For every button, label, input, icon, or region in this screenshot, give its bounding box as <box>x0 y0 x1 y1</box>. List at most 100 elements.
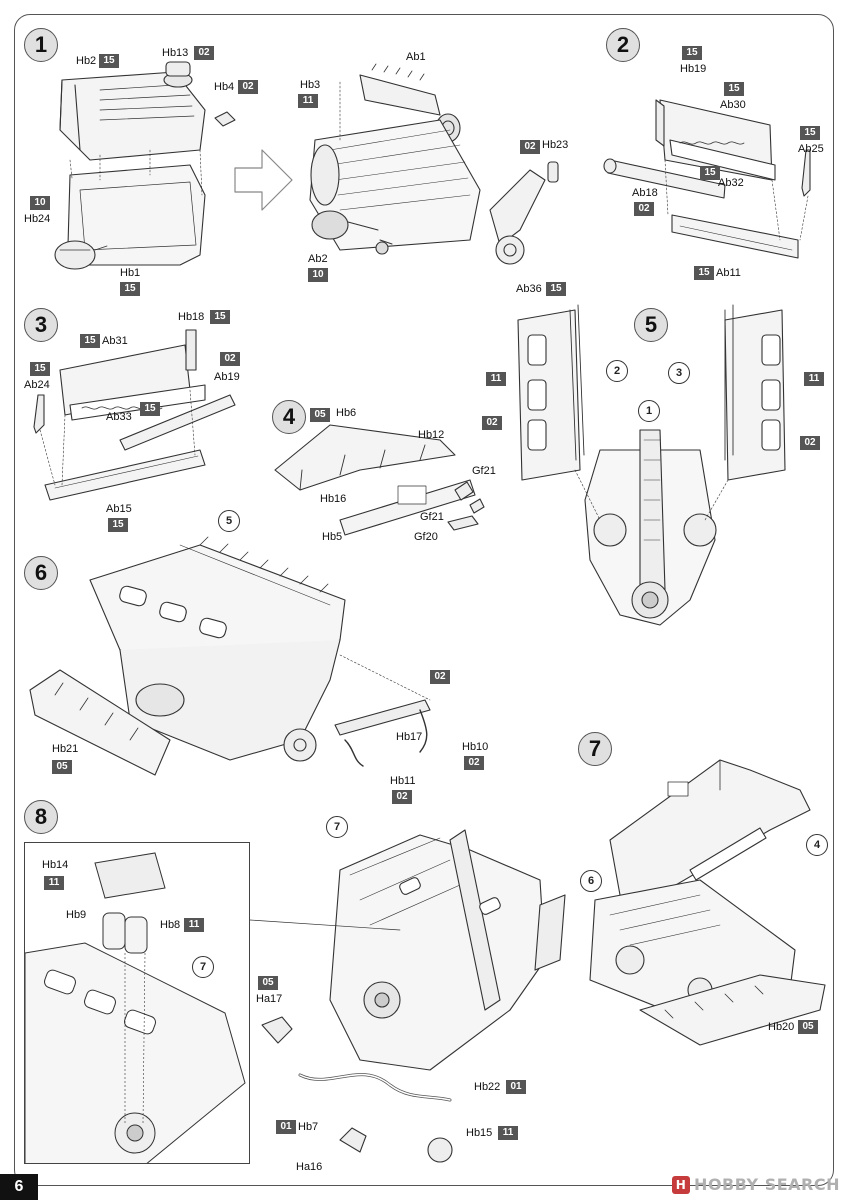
sprue-badge-hb1: 15 <box>120 282 140 296</box>
sprue-badge-step5-left-11: 11 <box>486 372 506 386</box>
sprue-badge-hb18: 15 <box>210 310 230 324</box>
callout-step6-5: 5 <box>218 510 240 532</box>
page-frame <box>14 14 834 1186</box>
sprue-badge-hb15: 11 <box>498 1126 518 1140</box>
sprue-badge-hb23: 02 <box>520 140 540 154</box>
sprue-badge-hb22: 01 <box>506 1080 526 1094</box>
part-label-hb15: Hb15 <box>466 1127 493 1139</box>
step-number-1: 1 <box>24 28 58 62</box>
sprue-badge-ha17: 05 <box>258 976 278 990</box>
sprue-badge-hb20: 05 <box>798 1020 818 1034</box>
part-label-ab30: Ab30 <box>720 99 746 111</box>
step3-drawing <box>33 329 236 501</box>
watermark: H HOBBY SEARCH <box>672 1175 840 1194</box>
step-number-8: 8 <box>24 800 58 834</box>
step-number-2: 2 <box>606 28 640 62</box>
sprue-badge-ab32: 15 <box>700 166 720 180</box>
step-number-7: 7 <box>578 732 612 766</box>
step1-housing-drawing <box>54 61 236 270</box>
part-label-ha17: Ha17 <box>256 993 283 1005</box>
sprue-badge-ab24: 15 <box>30 362 50 376</box>
part-label-hb6: Hb6 <box>336 407 357 419</box>
part-label-ab24: Ab24 <box>24 379 50 391</box>
part-label-hb19: Hb19 <box>680 63 707 75</box>
part-label-ab15: Ab15 <box>106 503 132 515</box>
part-label-ab25: Ab25 <box>798 143 824 155</box>
sprue-badge-hb8: 11 <box>184 918 204 932</box>
sprue-badge-hb14: 11 <box>44 876 64 890</box>
part-label-ab31: Ab31 <box>102 335 128 347</box>
assembly-arrow <box>234 149 293 211</box>
sprue-badge-step5-right-02: 02 <box>800 436 820 450</box>
part-label-ab18: Ab18 <box>632 187 658 199</box>
part-label-hb22: Hb22 <box>474 1081 501 1093</box>
callout-step5-1: 1 <box>638 400 660 422</box>
callout-step5-3: 3 <box>668 362 690 384</box>
part-label-hb9: Hb9 <box>66 909 87 921</box>
step8-engine-drawing <box>249 829 566 1163</box>
part-label-gf21-bottom: Gf21 <box>420 511 444 523</box>
part-label-hb20: Hb20 <box>768 1021 795 1033</box>
part-label-ab33: Ab33 <box>106 411 132 423</box>
part-label-gf20: Gf20 <box>414 531 438 543</box>
sprue-badge-hb19: 15 <box>682 46 702 60</box>
step-number-3: 3 <box>24 308 58 342</box>
sprue-badge-hb4: 02 <box>238 80 258 94</box>
sprue-badge-ab18: 02 <box>634 202 654 216</box>
part-label-ab19: Ab19 <box>214 371 240 383</box>
part-label-hb11: Hb11 <box>390 775 416 787</box>
callout-step7-4: 4 <box>806 834 828 856</box>
step7-drawing <box>589 759 826 1046</box>
sprue-badge-hb7: 01 <box>276 1120 296 1134</box>
part-label-hb16: Hb16 <box>320 493 347 505</box>
step6-engine-drawing <box>29 536 431 776</box>
sprue-badge-hb21: 05 <box>52 760 72 774</box>
part-label-hb3: Hb3 <box>300 79 321 91</box>
part-label-hb5: Hb5 <box>322 531 343 543</box>
sprue-badge-hb6: 05 <box>310 408 330 422</box>
part-label-hb24: Hb24 <box>24 213 51 225</box>
callout-step8-7-main: 7 <box>326 816 348 838</box>
part-label-ab2: Ab2 <box>308 253 328 265</box>
sprue-badge-hb3: 11 <box>298 94 318 108</box>
step-number-4: 4 <box>272 400 306 434</box>
part-label-hb8: Hb8 <box>160 919 181 931</box>
callout-step7-6: 6 <box>580 870 602 892</box>
watermark-logo-icon: H <box>672 1175 691 1194</box>
sprue-badge-ab11: 15 <box>694 266 714 280</box>
sprue-badge-hb24: 10 <box>30 196 50 210</box>
step1-assembly-drawing <box>309 63 559 265</box>
sprue-badge-hb11: 02 <box>392 790 412 804</box>
callout-step5-2: 2 <box>606 360 628 382</box>
part-label-hb7: Hb7 <box>298 1121 319 1133</box>
part-label-hb13: Hb13 <box>162 47 189 59</box>
part-label-hb23: Hb23 <box>542 139 569 151</box>
sprue-badge-ab15: 15 <box>108 518 128 532</box>
step5-engine-drawing <box>517 304 786 626</box>
part-label-hb12: Hb12 <box>418 429 445 441</box>
watermark-text: HOBBY SEARCH <box>694 1175 840 1194</box>
step2-drawing <box>603 99 811 259</box>
sprue-badge-ab25: 15 <box>800 126 820 140</box>
sprue-badge-step5-left-02: 02 <box>482 416 502 430</box>
part-label-ha16: Ha16 <box>296 1161 323 1173</box>
sprue-badge-hb10: 02 <box>464 756 484 770</box>
sprue-badge-ab33: 15 <box>140 402 160 416</box>
step-number-6: 6 <box>24 556 58 590</box>
part-label-hb1: Hb1 <box>120 267 141 279</box>
sprue-badge-ab30: 15 <box>724 82 744 96</box>
part-label-ab1: Ab1 <box>406 51 426 63</box>
inset-drawing <box>25 852 246 1163</box>
sprue-badge-hb2: 15 <box>99 54 119 68</box>
part-label-hb17: Hb17 <box>396 731 423 743</box>
part-label-gf21-top: Gf21 <box>472 465 496 477</box>
sprue-badge-ab36: 15 <box>546 282 566 296</box>
step4-frame-drawing <box>274 424 485 536</box>
sprue-badge-ab2: 10 <box>308 268 328 282</box>
callout-step8-7-inset: 7 <box>192 956 214 978</box>
sprue-badge-hb17: 02 <box>430 670 450 684</box>
part-label-hb18: Hb18 <box>178 311 205 323</box>
sprue-badge-hb13: 02 <box>194 46 214 60</box>
part-label-ab11: Ab11 <box>716 267 741 279</box>
part-label-hb14: Hb14 <box>42 859 69 871</box>
